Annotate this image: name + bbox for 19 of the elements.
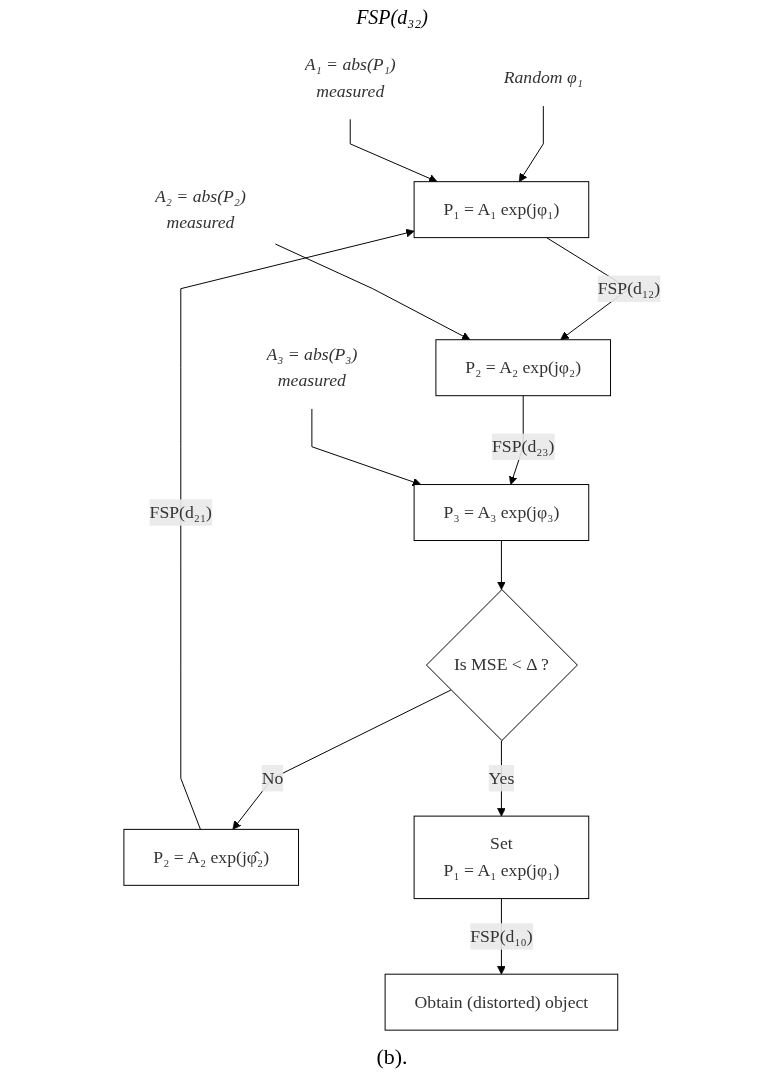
edge-label: FSP(d₂₁) (149, 502, 212, 522)
node-text: Random φ₁ (503, 67, 583, 88)
edge-label: FSP(d₁₀) (470, 926, 533, 946)
node-text: A₃ = abs(P₃) measured (266, 344, 358, 391)
edge-label: Yes (488, 768, 515, 788)
edge-label: No (261, 768, 284, 788)
node-box: P₁ = A₁ exp(jφ₁) (413, 181, 590, 239)
edge-note: FSP(d₃₂) (356, 6, 428, 28)
figure-caption: (b). (376, 1044, 408, 1070)
node-box: P₂ = A₂ exp(jφ̂₂) (123, 828, 299, 886)
node-box: Set P₁ = A₁ exp(jφ₁) (413, 815, 590, 900)
node-box: Obtain (distorted) object (384, 973, 619, 1031)
node-box: P₃ = A₃ exp(jφ₃) (413, 484, 590, 541)
edge-label: FSP(d₂₃) (492, 436, 555, 457)
node-text: A₂ = abs(P₂) measured (154, 186, 246, 233)
node-diamond: Is MSE < Δ ? (425, 589, 578, 741)
node-box: P₂ = A₂ exp(jφ₂) (435, 339, 611, 397)
edge-label: FSP(d₁₂) (597, 278, 661, 299)
node-text: A₁ = abs(P₁) measured (304, 54, 396, 101)
